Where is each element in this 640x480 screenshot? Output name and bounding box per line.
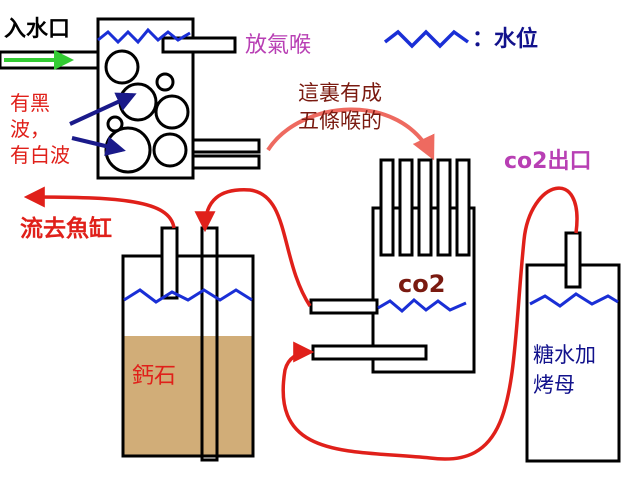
outlet-pipe-top — [191, 138, 261, 154]
calcium-tank — [121, 226, 255, 462]
vent-pipe — [161, 36, 237, 54]
yeast-bottle — [525, 231, 621, 463]
bubbles-label-line2: 波， — [10, 117, 50, 141]
co2-outlet-pipe — [564, 231, 582, 289]
tube-yeast-to-co2 — [281, 186, 579, 461]
water-level-line — [97, 27, 191, 45]
legend-label: ：水位 — [472, 26, 538, 52]
five-tubes — [379, 158, 471, 257]
pointer-arrow-lower — [71, 136, 126, 156]
five-tubes-label-line1: 這裏有成 — [298, 81, 382, 105]
calcium-stone-fill — [123, 336, 253, 456]
co2-chamber-label: co2 — [398, 270, 445, 298]
tank-outlet-pipe — [160, 226, 179, 300]
vent-label: 放氣喉 — [245, 33, 311, 58]
tube-to-tank — [23, 186, 176, 229]
co2-water-level — [377, 298, 467, 313]
tube-co2-to-tank — [194, 188, 312, 307]
sugar-yeast-label-line2: 烤母 — [533, 373, 575, 397]
sugar-yeast-label-line1: 糖水加 — [533, 343, 596, 367]
inlet-label: 入水口 — [4, 17, 70, 42]
five-tubes-label-line2: 五條喉的 — [298, 109, 382, 133]
co2-pipe-lower — [311, 344, 428, 361]
pointer-arrow-upper — [69, 92, 137, 126]
bubble-chamber — [0, 17, 261, 180]
yeast-water-level — [529, 292, 619, 308]
five-tube-arrow — [266, 107, 435, 161]
bubbles-label-line1: 有黑 — [10, 91, 50, 115]
co2-chamber — [309, 158, 476, 374]
to-tank-label: 流去魚缸 — [20, 215, 112, 242]
legend-water-level-symbol — [383, 29, 470, 49]
calcium-stone-label: 鈣石 — [132, 364, 176, 389]
outlet-pipe-bottom — [191, 154, 261, 170]
co2-pipe-upper — [309, 298, 379, 315]
co2-outlet-label: co2出口 — [504, 149, 591, 174]
tank-water-level — [123, 288, 253, 304]
bubbles — [104, 49, 190, 174]
bubbles-label-line3: 有白波 — [10, 143, 70, 167]
